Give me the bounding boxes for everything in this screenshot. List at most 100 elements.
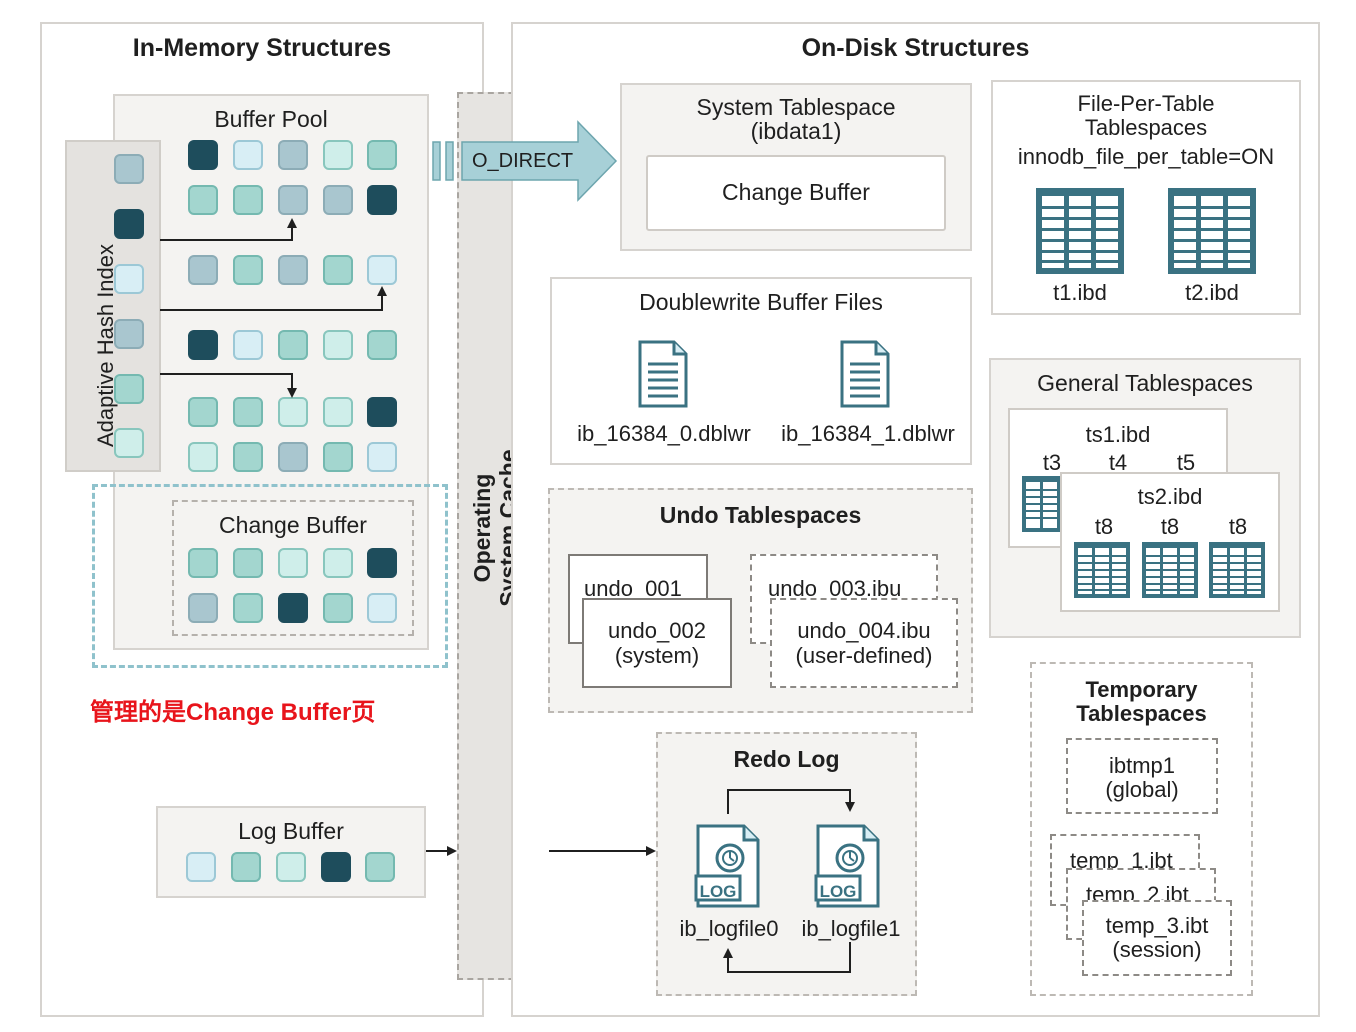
ts1-table-icon [1022,476,1060,532]
ts2-table-icon-2 [1142,542,1198,598]
change-buffer-page [233,593,263,623]
buffer-pool-page [278,397,308,427]
log-buffer-page [186,852,216,882]
undo-004-label-line2: (user-defined) [795,643,933,668]
buffer-pool-page [278,255,308,285]
log-buffer-page [276,852,306,882]
buffer-pool-page [323,255,353,285]
buffer-pool-page [367,140,397,170]
adaptive-hash-index-panel: Adaptive Hash Index [65,140,161,472]
buffer-pool-page [278,185,308,215]
ts1-table-t5: t5 [1176,450,1196,475]
buffer-pool-page [188,185,218,215]
system-tablespace-title: System Tablespace (ibdata1) [622,95,970,143]
general-tablespaces-title: General Tablespaces [1037,370,1253,396]
buffer-pool-page [278,442,308,472]
hash-index-entry [114,428,144,458]
change-buffer-highlight [92,484,448,668]
doublewrite-file-1-icon [638,340,688,408]
doublewrite-file-1-label: ib_16384_0.dblwr [577,421,751,446]
change-buffer-disk-box: Change Buffer [646,155,946,231]
temp-3-label: temp_3.ibt (session) [1084,914,1230,962]
t1-table-icon [1036,188,1124,274]
buffer-pool-page [188,140,218,170]
buffer-pool-page [323,185,353,215]
temp-3-box: temp_3.ibt (session) [1082,900,1232,976]
hash-index-entry [114,154,144,184]
temp-3-line1: temp_3.ibt [1105,913,1209,938]
ts2-table-icon-1 [1074,542,1130,598]
ibtmp1-box: ibtmp1 (global) [1066,738,1218,814]
ibtmp1-label: ibtmp1 (global) [1068,754,1216,802]
change-buffer-page [278,593,308,623]
file-per-table-file-1: t1.ibd [1053,280,1107,305]
buffer-pool-page [278,140,308,170]
system-tablespace-title-line1: System Tablespace [696,94,896,120]
file-per-table-title-line2: Tablespaces [1084,115,1208,140]
temporary-title-line2: Tablespaces [1076,701,1207,726]
change-buffer-memory-title: Change Buffer [219,512,367,538]
buffer-pool-page [367,185,397,215]
change-buffer-page [278,548,308,578]
system-tablespace-panel: System Tablespace (ibdata1) Change Buffe… [620,83,972,251]
undo-002-label-line2: (system) [614,643,700,668]
change-buffer-annotation: 管理的是Change Buffer页 [90,699,376,726]
change-buffer-page [323,548,353,578]
log-buffer-page [321,852,351,882]
buffer-pool-page [233,330,263,360]
hash-index-arrows [160,218,387,398]
ts1-name: ts1.ibd [1085,422,1151,447]
redo-cycle-arrows [723,789,855,973]
o-direct-arrow [432,120,618,202]
o-direct-label: O_DIRECT [472,150,573,172]
redo-log-title: Redo Log [733,746,840,772]
buffer-pool-page [323,442,353,472]
buffer-pool-page [188,255,218,285]
undo-002-label-line1: undo_002 [608,618,706,643]
change-buffer-page [367,548,397,578]
hash-index-entry [114,264,144,294]
change-buffer-page [188,593,218,623]
ts1-table-t4: t4 [1108,450,1128,475]
on-disk-title: On-Disk Structures [801,34,1030,62]
doublewrite-title: Doublewrite Buffer Files [639,289,883,315]
redo-logfile-1-badge: LOG [820,882,857,901]
undo-002-label: undo_002 (system) [584,618,730,668]
buffer-pool-page [278,330,308,360]
buffer-pool-page [367,330,397,360]
undo-004-label-line1: undo_004.ibu [797,618,931,643]
ibtmp1-line1: ibtmp1 [1108,753,1176,778]
change-buffer-page [233,548,263,578]
log-buffer-title: Log Buffer [238,818,344,844]
file-per-table-title: File-Per-Table Tablespaces [993,92,1299,140]
file-per-table-file-2: t2.ibd [1185,280,1239,305]
ts2-name: ts2.ibd [1137,484,1203,509]
change-buffer-memory-panel: Change Buffer [172,500,414,636]
undo-004-box: undo_004.ibu (user-defined) [770,598,958,688]
buffer-pool-title: Buffer Pool [214,106,328,132]
buffer-pool-page [233,185,263,215]
log-buffer-page [231,852,261,882]
ts1-table-t3: t3 [1042,450,1062,475]
temporary-title-line1: Temporary [1085,677,1198,702]
ts2-table-3: t8 [1228,514,1248,539]
change-buffer-page [367,593,397,623]
file-per-table-title-line1: File-Per-Table [1077,91,1215,116]
buffer-pool-page [188,442,218,472]
buffer-pool-page [323,140,353,170]
buffer-pool-page [367,442,397,472]
undo-tablespaces-title: Undo Tablespaces [659,502,862,528]
system-tablespace-title-line2: (ibdata1) [750,118,842,144]
change-buffer-page [188,548,218,578]
temporary-tablespaces-title: Temporary Tablespaces [1032,678,1251,726]
ts2-table-2: t8 [1160,514,1180,539]
temp-3-line2: (session) [1112,937,1202,962]
log-buffer-page [365,852,395,882]
doublewrite-panel: Doublewrite Buffer Files ib_16384_0.dblw… [550,277,972,465]
buffer-pool-page [323,330,353,360]
redo-logfile-0-label: ib_logfile0 [679,916,779,941]
ts2-table-1: t8 [1094,514,1114,539]
undo-002-box: undo_002 (system) [582,598,732,688]
